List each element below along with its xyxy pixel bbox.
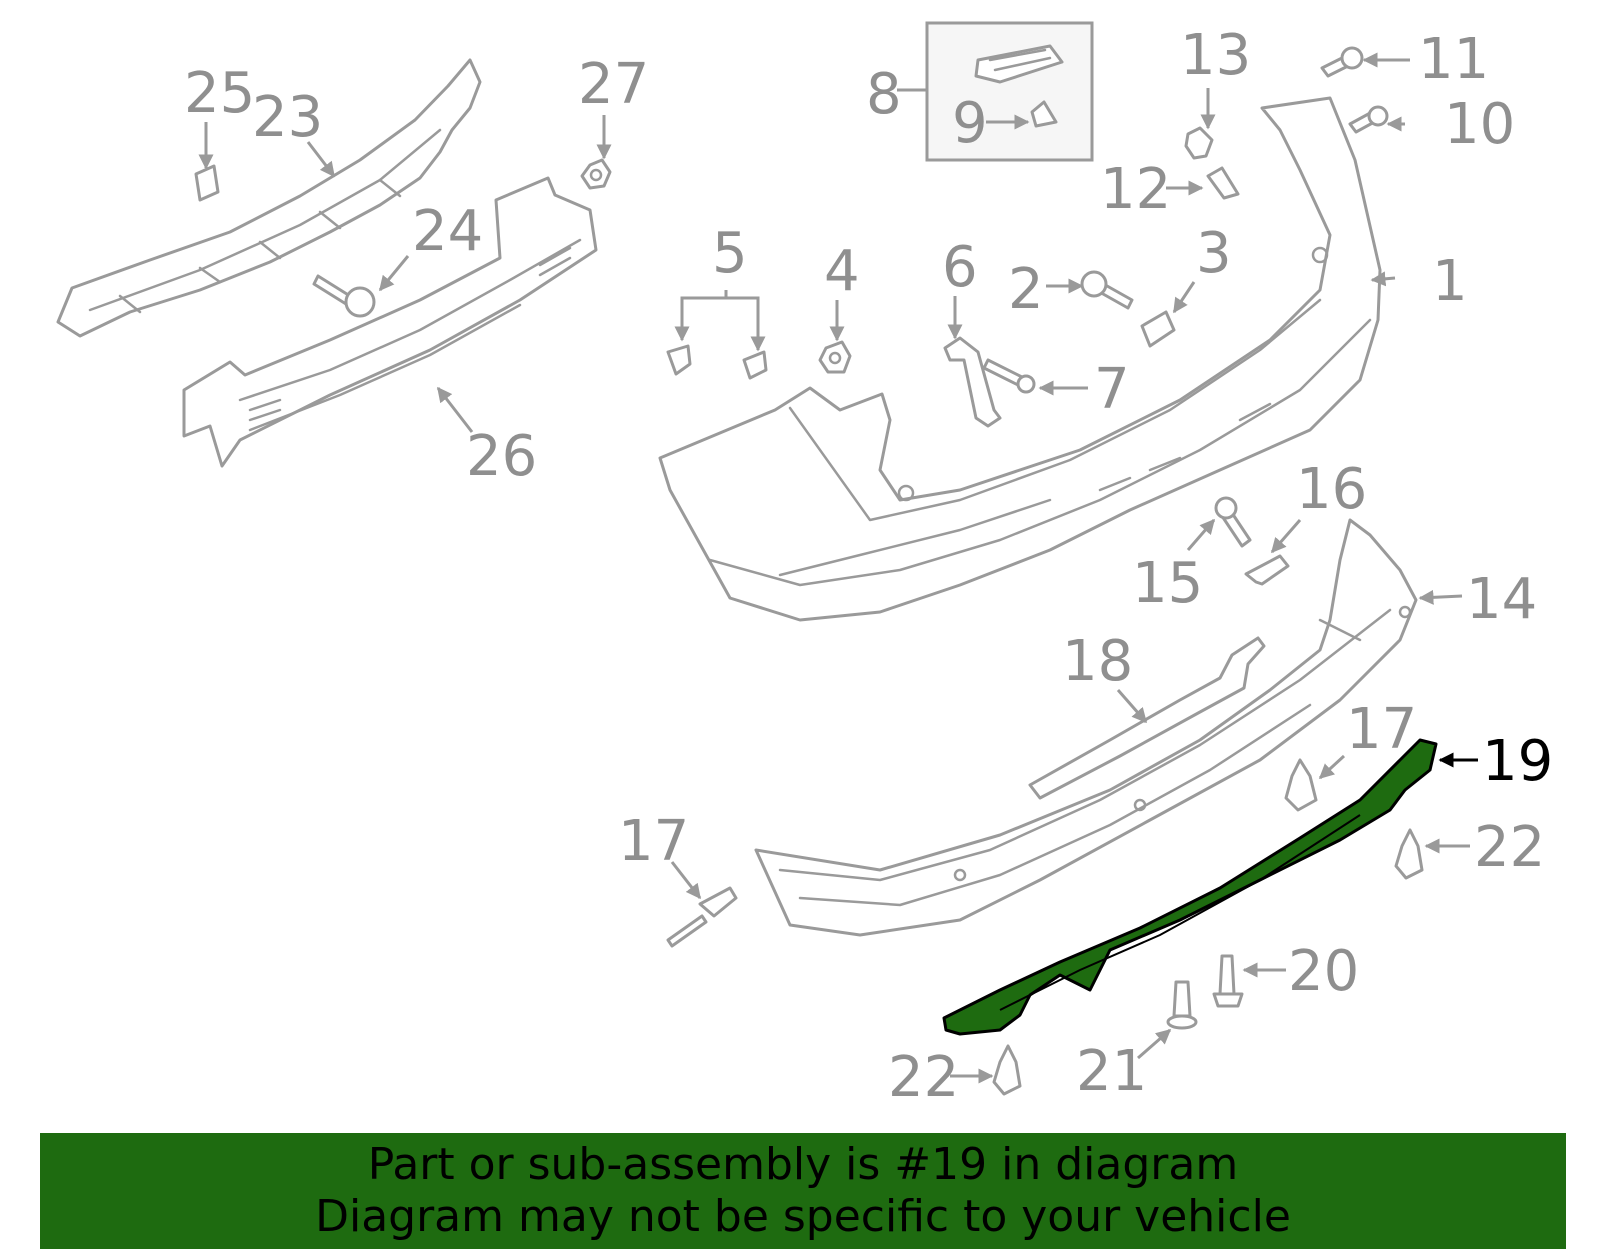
leader-lines <box>198 52 1478 1084</box>
part-3-nut <box>1140 310 1176 348</box>
part-23-bracket <box>56 58 482 338</box>
info-banner: Part or sub-assembly is #19 in diagram D… <box>40 1133 1566 1249</box>
callout-3: 3 <box>1196 221 1232 286</box>
banner-line-2: Diagram may not be specific to your vehi… <box>315 1191 1291 1242</box>
part-20-bolt <box>1212 954 1244 1008</box>
part-15-bolt <box>1214 496 1252 548</box>
callout-27: 27 <box>578 52 649 117</box>
part-17-rivet-left <box>666 886 738 948</box>
part-4-nut <box>818 340 852 374</box>
part-22-pin-left <box>992 1044 1022 1096</box>
callout-23: 23 <box>252 85 323 150</box>
part-19-valance-highlighted <box>942 738 1438 1036</box>
part-22-pin-right <box>1394 828 1424 880</box>
callout-26: 26 <box>466 424 537 489</box>
callout-6: 6 <box>942 235 978 300</box>
part-13-clip <box>1184 126 1214 160</box>
callout-7: 7 <box>1094 357 1130 422</box>
callout-14: 14 <box>1466 567 1537 632</box>
callout-15: 15 <box>1132 551 1203 616</box>
callout-11: 11 <box>1418 27 1489 92</box>
part-27-nut <box>580 158 612 190</box>
part-7-screw <box>982 358 1036 394</box>
callout-19: 19 <box>1482 729 1553 794</box>
callout-20: 20 <box>1288 939 1359 1004</box>
callout-13: 13 <box>1180 23 1251 88</box>
callout-22-left: 22 <box>888 1045 959 1110</box>
part-17-pin-right <box>1284 758 1318 812</box>
part-6-bracket <box>943 336 1002 428</box>
part-5-clips <box>666 344 768 380</box>
callout-24: 24 <box>412 199 483 264</box>
callout-25: 25 <box>184 61 255 126</box>
callout-16: 16 <box>1296 457 1367 522</box>
part-21-stud <box>1166 980 1198 1030</box>
parts-diagram: 25 23 27 24 26 8 9 13 11 10 12 1 2 3 4 5… <box>56 21 1553 1110</box>
part-2-bolt <box>1080 270 1134 310</box>
callout-12: 12 <box>1100 157 1171 222</box>
part-14-lower-cover <box>754 518 1418 937</box>
callout-10: 10 <box>1444 92 1515 157</box>
part-10-screw <box>1348 105 1389 134</box>
callout-17-right: 17 <box>1346 697 1417 762</box>
callout-17-left: 17 <box>618 809 689 874</box>
callout-9: 9 <box>952 91 988 156</box>
banner-line-1: Part or sub-assembly is #19 in diagram <box>367 1139 1239 1190</box>
part-11-screw <box>1320 46 1364 78</box>
part-8-box <box>925 21 1094 162</box>
part-24-bolt <box>312 274 376 318</box>
callout-21: 21 <box>1076 1039 1147 1104</box>
part-26-reinforcement <box>182 176 598 468</box>
part-16-bracket <box>1244 554 1290 586</box>
callout-18: 18 <box>1062 629 1133 694</box>
callout-1: 1 <box>1432 249 1468 314</box>
part-25-clip <box>194 164 220 202</box>
callout-22-right: 22 <box>1474 815 1545 880</box>
callout-8: 8 <box>866 62 902 127</box>
part-1-bumper-cover <box>658 96 1382 622</box>
callout-2: 2 <box>1008 257 1044 322</box>
callout-5: 5 <box>712 221 748 286</box>
part-18-strip <box>1028 636 1266 800</box>
part-12-clip <box>1206 166 1240 200</box>
callout-4: 4 <box>824 239 860 304</box>
